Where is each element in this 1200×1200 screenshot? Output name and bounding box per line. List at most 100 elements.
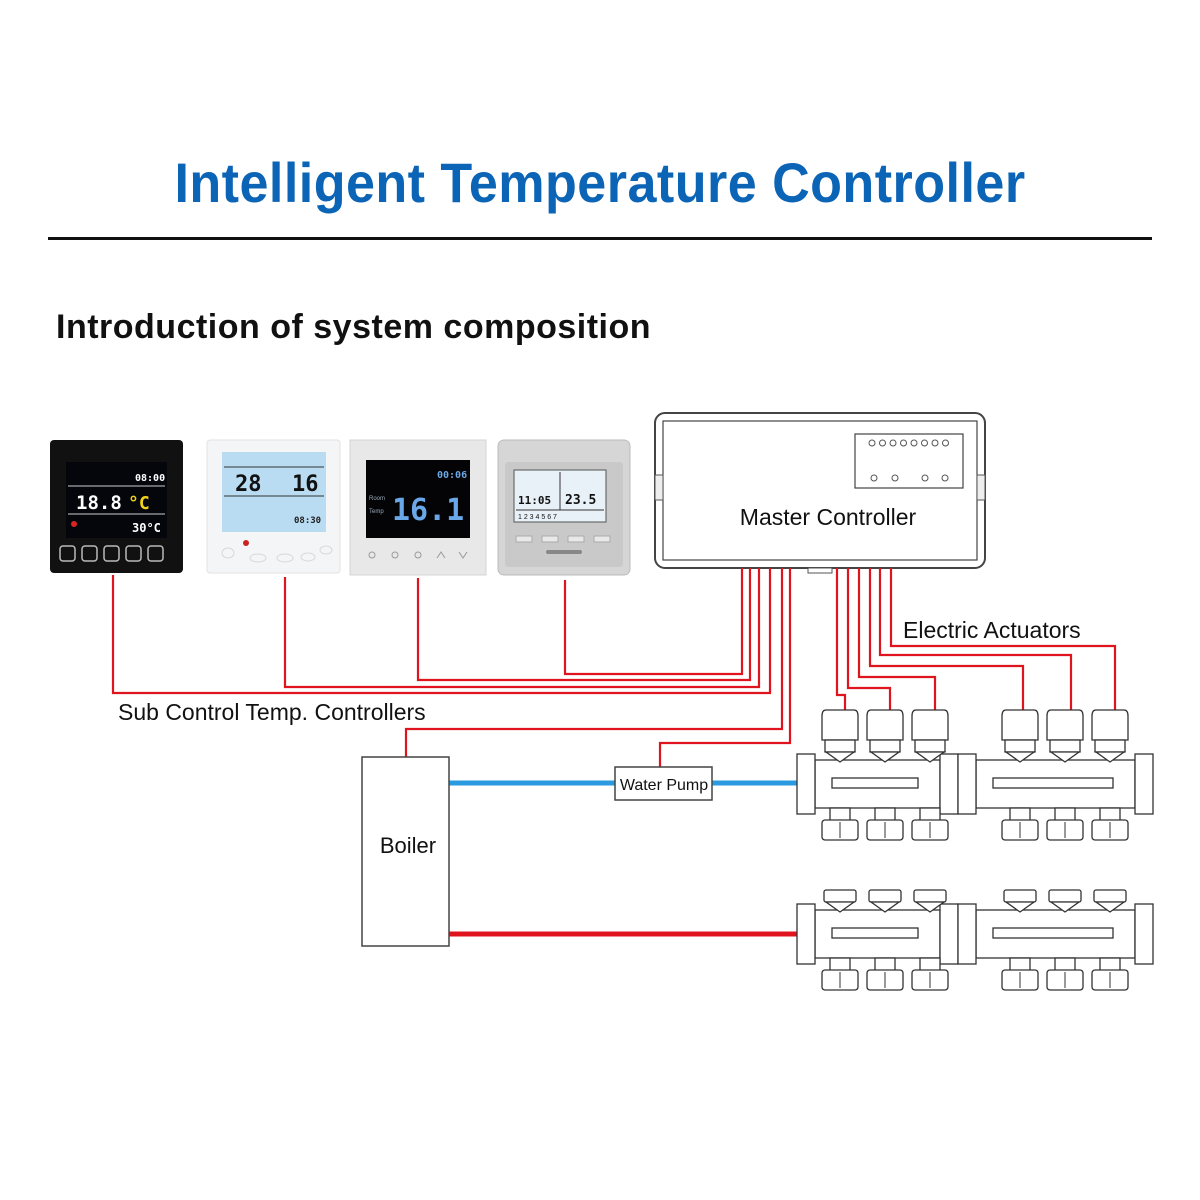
status-led [889,439,897,447]
thermostat-black: 08:00 18.8 °C 30°C [50,440,183,573]
manifold-coupling [939,903,959,965]
thermostat-4-days: 1 2 3 4 5 6 7 [518,514,557,521]
valve-base [1003,901,1037,913]
thermostat-1-readout: 18.8 [76,492,122,514]
supply-manifold [796,709,1154,841]
manifold-coupling [796,903,816,965]
page-title: Intelligent Temperature Controller [174,151,1026,214]
manifold-slot [992,927,1114,939]
title-divider [48,237,1152,240]
status-led [900,439,907,447]
thermostat-1-secondary: 30°C [132,521,161,535]
electric-actuator [1091,709,1129,741]
manifold-slot [992,777,1114,789]
actuator-collar [1094,739,1126,753]
signal-wire [857,568,937,716]
electric-actuator [866,709,904,741]
manifold-coupling [796,753,816,815]
thermostat-gray: 11:05 23.5 1 2 3 4 5 6 7 [497,439,631,576]
actuator-base [1048,751,1082,763]
valve-cap [1003,889,1037,903]
valve-cap [913,889,947,903]
thermostat-3-readout: 16.1 [392,493,464,528]
manifold-slot [831,927,919,939]
electric-actuator [1001,709,1039,741]
thermostat-4-time: 11:05 [518,494,551,507]
return-manifold [796,889,1154,991]
manifold-slot [831,777,919,789]
signal-wire [846,568,892,716]
function-led [870,474,878,482]
electric-actuator [1046,709,1084,741]
status-led [910,439,918,447]
valve-cap [1093,889,1127,903]
signal-wire [889,568,1117,716]
thermostat-white: 28 16 08:30 [206,439,341,574]
boiler: Boiler [361,756,450,947]
valve-base [913,901,947,913]
signal-wire [658,568,792,767]
actuator-base [913,751,947,763]
manifold-coupling [1134,753,1154,815]
actuator-collar [914,739,946,753]
actuator-collar [824,739,856,753]
electric-actuator [821,709,859,741]
valve-base [868,901,902,913]
thermostat-1-time: 08:00 [135,473,165,484]
signal-wire [283,568,761,689]
manifold-coupling [957,753,977,815]
actuator-collar [869,739,901,753]
valve-base [1048,901,1082,913]
thermostat-3-time: 00:06 [437,470,467,481]
water-pump: Water Pump [614,766,713,801]
actuator-collar [1049,739,1081,753]
sub-controllers-label: Sub Control Temp. Controllers [118,699,426,725]
thermostat-2-readout: 28 [235,472,262,497]
master-controller: Master Controller [654,412,986,574]
signal-wire [111,568,772,695]
actuator-collar [1004,739,1036,753]
valve-cap [868,889,902,903]
boiler-label: Boiler [380,833,436,858]
signal-wire [404,568,784,757]
wiring [111,568,1117,767]
status-led [868,439,876,447]
manifolds [796,709,1154,991]
signal-wire [835,568,847,716]
signal-wire [878,568,1073,716]
signal-wire [416,568,752,682]
thermostat-3-label-temp: Temp [369,509,384,515]
function-led [941,474,949,482]
electric-actuator [911,709,949,741]
valve-cap [823,889,857,903]
actuator-base [868,751,902,763]
function-led [891,474,899,482]
thermostat-3-label-room: Room [369,496,385,502]
thermostat-glass: 00:06 16.1 Room Temp [349,439,487,576]
status-led [931,439,939,447]
section-heading: Introduction of system composition [56,308,652,346]
manifold-coupling [957,903,977,965]
thermostat-4-readout: 23.5 [565,493,596,508]
thermostat-2-time: 08:30 [294,516,321,526]
status-led [942,439,949,447]
thermostat-1-unit: °C [128,493,150,514]
function-led [921,474,929,482]
master-controller-label: Master Controller [740,504,917,530]
status-led [879,439,886,447]
actuator-base [1003,751,1037,763]
manifold-coupling [1134,903,1154,965]
manifold-coupling [939,753,959,815]
valve-cap [1048,889,1082,903]
status-led [921,439,928,447]
actuator-base [1093,751,1127,763]
valve-base [1093,901,1127,913]
signal-wire [563,568,744,676]
electric-actuators-label: Electric Actuators [903,617,1081,643]
actuator-base [823,751,857,763]
valve-base [823,901,857,913]
thermostat-2-secondary: 16 [292,472,319,497]
signal-wire [868,568,1025,716]
water-pump-label: Water Pump [620,777,708,794]
